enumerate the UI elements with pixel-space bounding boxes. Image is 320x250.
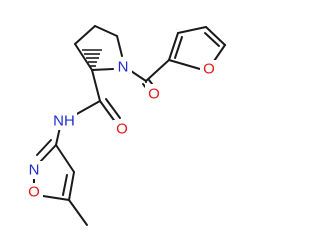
atom-o-isoxazole: O [28, 184, 40, 201]
atom-o-amide: O [116, 121, 128, 138]
bond-fo-fc2 [168, 59, 201, 70]
bond-fc2-fc3 [168, 32, 179, 61]
bond-fc4-fc5 [205, 26, 226, 46]
atom-labels: N O O O NH N O [25, 58, 218, 201]
bond-ic3-in2-inner [36, 139, 52, 156]
bond-c5-n1 [116, 35, 123, 57]
bond-n1-c6 [130, 70, 147, 82]
bond-c7-nh [74, 100, 101, 116]
bond-ic4-ic3 [55, 144, 75, 173]
bond-c2-c7 [91, 69, 101, 102]
bond-fc2-fc3-inner [174, 36, 183, 59]
bond-ic5-ic4 [68, 171, 75, 201]
atom-n-isoxazole: N [29, 162, 40, 179]
bond-n1-c2 [91, 68, 114, 71]
molecule-structure: N O O O NH N O [25, 25, 226, 226]
bond-io1-ic5 [42, 195, 70, 201]
atom-n-pyrrolidine: N [118, 59, 129, 76]
bond-ic5-methyl [68, 199, 88, 226]
atom-o-carbonyl-top: O [148, 86, 160, 103]
bond-layer [33, 25, 226, 226]
atom-nh-amide: NH [53, 113, 75, 130]
bond-ic5-ic4-inner [62, 174, 68, 196]
bond-c7-o [99, 100, 117, 124]
bond-c3-c4 [74, 25, 96, 45]
bond-c2-c3 [74, 43, 93, 71]
structure-canvas: N O O O NH N O [25, 25, 226, 226]
hashed-wedge [82, 49, 102, 71]
bond-c6-fc2 [145, 59, 170, 82]
bond-c4-c5 [94, 25, 118, 37]
bond-fc3-fc4 [177, 26, 207, 34]
bond-c7-o-inner [105, 98, 121, 119]
atom-o-furan: O [203, 61, 215, 78]
bond-ic3-in2 [39, 144, 57, 163]
bond-fc4-fc5-inner [204, 32, 220, 47]
